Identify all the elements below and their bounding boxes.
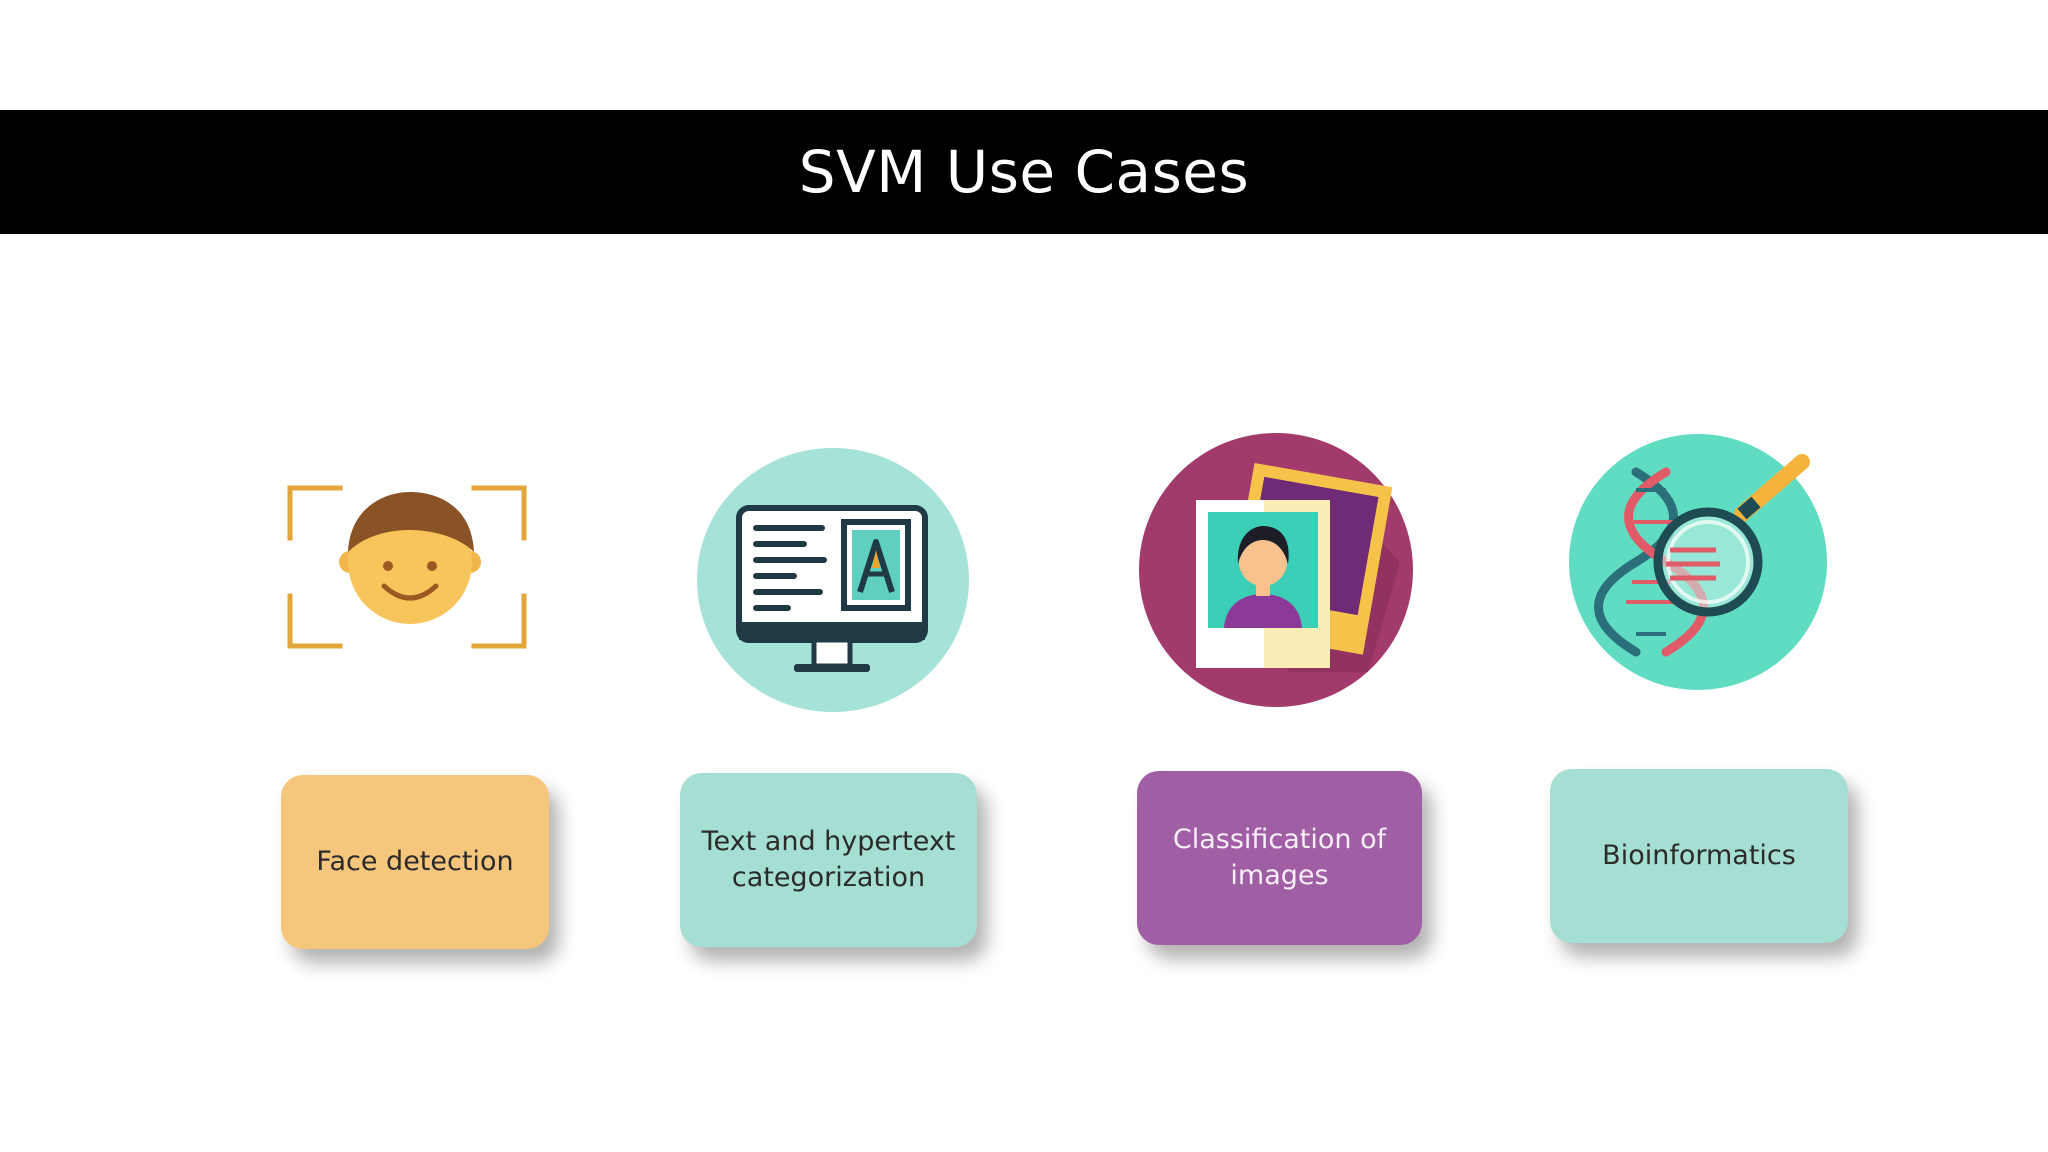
use-case-label: Face detection [316,846,514,877]
dna-magnifier-icon [1566,432,1830,694]
use-case-label: Classification of images [1172,824,1387,891]
computer-monitor-icon [694,446,972,714]
face-detection-icon [280,478,534,656]
title-bar: SVM Use Cases [0,110,2048,234]
use-case-card-bioinformatics: Bioinformatics [1550,769,1848,943]
photo-portrait-icon [1138,432,1414,708]
use-case-label: Bioinformatics [1602,840,1796,871]
use-case-card-text-categorization: Text and hypertext categorization [680,773,977,947]
use-case-card-face-detection: Face detection [281,775,549,949]
slide-title: SVM Use Cases [798,138,1250,206]
use-case-card-image-classification: Classification of images [1137,771,1422,945]
use-case-label: Text and hypertext categorization [701,826,956,893]
